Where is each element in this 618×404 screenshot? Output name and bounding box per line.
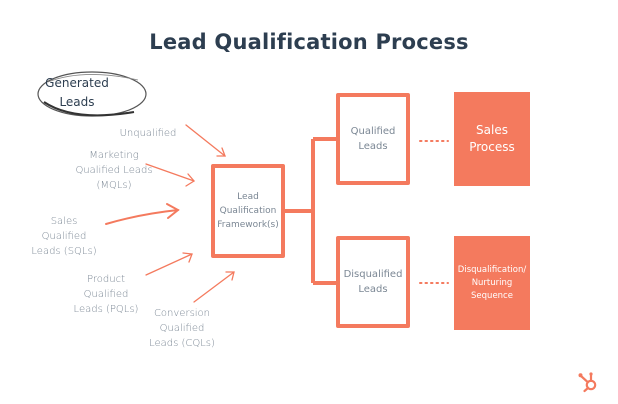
source-line: (MQLs) <box>96 180 132 191</box>
arrow-cql-head <box>225 271 235 281</box>
arrow-unqualified-head <box>216 147 226 157</box>
framework-line: Lead <box>237 192 259 202</box>
framework-line: Qualification <box>219 206 277 216</box>
arrow-unqualified <box>185 124 226 157</box>
generated-leads-oval <box>37 71 147 117</box>
diagram-title: Lead Qualification Process <box>149 30 469 54</box>
disqualified-line: Disqualified <box>343 269 403 280</box>
arrow-sql <box>105 209 179 225</box>
arrow-mql-head <box>185 173 195 187</box>
nurture-line: Disqualification/ <box>457 264 527 275</box>
nurturing-sequence-box: Disqualification/ Nurturing Sequence <box>454 236 530 330</box>
generated-leads-line1: Generated <box>45 76 109 90</box>
branch-connector <box>285 137 338 285</box>
source-sql: Sales Qualified Leads (SQLs) <box>28 214 100 259</box>
arrow-pql-head <box>182 252 193 263</box>
source-line: Unqualified <box>119 128 177 139</box>
qualified-line: Leads <box>358 141 388 152</box>
nurture-line: Sequence <box>471 290 513 301</box>
source-line: Qualified <box>83 289 129 300</box>
sales-process-box: Sales Process <box>454 92 530 186</box>
arrow-sql-head <box>166 203 180 219</box>
qualified-leads-box: Qualified Leads <box>336 93 410 185</box>
source-line: Leads (PQLs) <box>73 304 139 315</box>
hubspot-sprocket-icon <box>578 372 597 393</box>
source-line: Product <box>87 274 125 285</box>
generated-leads-line2: Leads <box>59 95 95 109</box>
nurture-line: Nurturing <box>471 277 513 288</box>
source-line: Qualified Leads <box>75 165 153 176</box>
source-line: Leads (CQLs) <box>149 338 215 349</box>
arrow-cql <box>193 271 235 303</box>
source-line: Sales <box>50 216 78 227</box>
source-mql: Marketing Qualified Leads (MQLs) <box>64 148 164 193</box>
source-line: Conversion <box>153 308 211 319</box>
disqualified-line: Leads <box>358 284 388 295</box>
framework-line: Framework(s) <box>217 220 279 230</box>
source-cql: Conversion Qualified Leads (CQLs) <box>144 306 220 351</box>
qualified-line: Qualified <box>350 126 396 137</box>
source-line: Marketing <box>89 150 139 161</box>
source-line: Qualified <box>41 231 87 242</box>
lead-qualification-framework-box: Lead Qualification Framework(s) <box>211 164 285 258</box>
arrow-pql <box>145 253 193 276</box>
source-pql: Product Qualified Leads (PQLs) <box>70 272 142 317</box>
source-unqualified: Unqualified <box>108 126 188 141</box>
arrow-mql <box>145 163 195 182</box>
sales-line: Process <box>469 140 515 154</box>
source-line: Leads (SQLs) <box>31 246 97 257</box>
disqualified-leads-box: Disqualified Leads <box>336 236 410 328</box>
sales-line: Sales <box>476 123 508 137</box>
source-line: Qualified <box>159 323 205 334</box>
generated-leads-label: Generated Leads <box>34 74 120 112</box>
